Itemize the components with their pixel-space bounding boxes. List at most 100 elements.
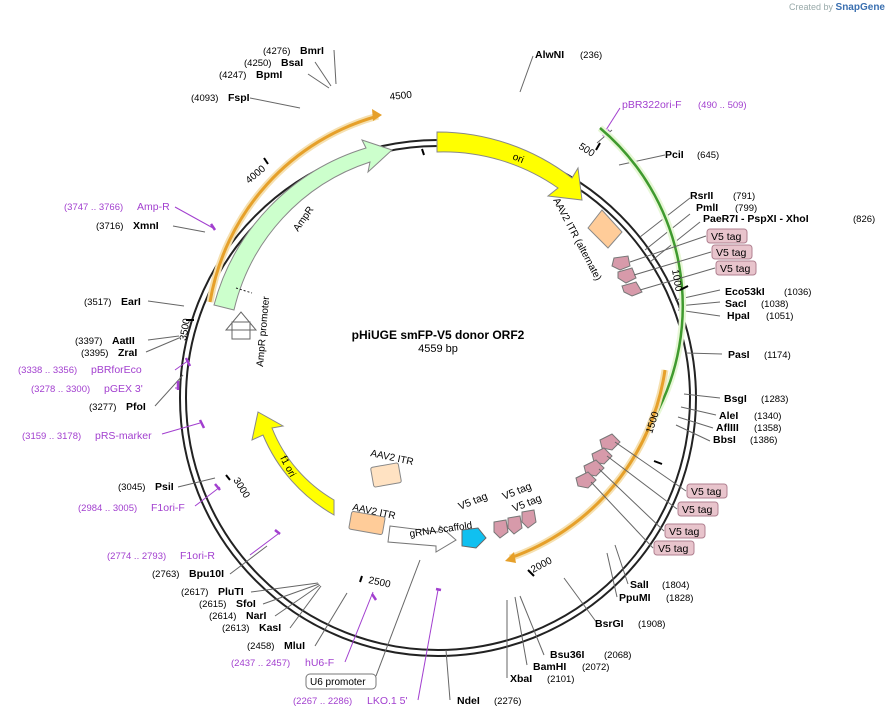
aav2-itr-light[interactable]	[370, 462, 402, 488]
site-name[interactable]: BsgI	[724, 393, 747, 405]
site-name[interactable]: PciI	[665, 149, 684, 161]
grna-scaffold-arrow[interactable]	[387, 525, 457, 553]
aav2-itr-alternate[interactable]	[587, 209, 623, 249]
site-name[interactable]: PmlI	[696, 202, 718, 214]
site-pos: (4247)	[219, 70, 246, 81]
v5-tag-box-label: V5 tag	[711, 231, 742, 243]
site-name[interactable]: PaeR7I - PspXI - XhoI	[703, 213, 809, 225]
site-name[interactable]: EarI	[121, 296, 141, 308]
site-pos: (2276)	[494, 696, 521, 707]
ori-label: ori	[511, 152, 525, 166]
site-pos: (2072)	[582, 662, 609, 673]
ori-feature-arrow[interactable]	[436, 131, 583, 201]
tick-label: 4500	[389, 90, 413, 103]
aav2-itr[interactable]	[348, 511, 386, 535]
site-name[interactable]: PfoI	[126, 401, 146, 413]
site-name[interactable]: MluI	[284, 640, 305, 652]
site-name[interactable]: XbaI	[510, 673, 532, 685]
v5-tag-markers-upper	[611, 255, 643, 297]
primer-name[interactable]: pBRforEco	[91, 364, 142, 376]
v5-tag-marker	[621, 281, 643, 297]
site-pos: (791)	[733, 191, 755, 202]
site-name[interactable]: SacI	[725, 298, 747, 310]
site-name[interactable]: Bsu36I	[550, 649, 585, 661]
v5-tag-marker	[599, 433, 621, 451]
site-pos: (2068)	[604, 650, 631, 661]
site-name[interactable]: ZraI	[118, 347, 137, 359]
site-name[interactable]: SfoI	[236, 598, 256, 610]
site-pos: (1051)	[766, 311, 793, 322]
site-name[interactable]: SalI	[630, 579, 649, 591]
site-pos: (3045)	[118, 482, 145, 493]
site-name[interactable]: PpuMI	[619, 592, 651, 604]
site-name[interactable]: BamHI	[533, 661, 566, 673]
site-name[interactable]: AatII	[112, 335, 135, 347]
site-name[interactable]: KasI	[259, 622, 281, 634]
primer-name[interactable]: LKO.1 5'	[367, 695, 408, 707]
tick-label: 2500	[367, 575, 391, 590]
site-name[interactable]: HpaI	[727, 310, 750, 322]
site-name[interactable]: RsrII	[690, 190, 713, 202]
site-name[interactable]: AlwNI	[535, 49, 564, 61]
v5-tag-marker	[575, 471, 597, 489]
site-pos: (2763)	[152, 569, 179, 580]
site-pos: (826)	[853, 214, 875, 225]
primer-name[interactable]: pGEX 3'	[104, 383, 143, 395]
primer-name[interactable]: hU6-F	[305, 657, 334, 669]
site-name[interactable]: BpmI	[256, 69, 282, 81]
site-name[interactable]: BbsI	[713, 434, 736, 446]
primer-range: (2437 .. 2457)	[231, 658, 290, 669]
site-pos: (3716)	[96, 221, 123, 232]
site-pos: (1386)	[750, 435, 777, 446]
site-name[interactable]: BsrGI	[595, 618, 624, 630]
site-name[interactable]: FspI	[228, 92, 250, 104]
site-name[interactable]: NdeI	[457, 695, 480, 707]
leader-line	[519, 55, 534, 93]
primer-range: (3278 .. 3300)	[31, 384, 90, 395]
primer-range: (3747 .. 3766)	[64, 202, 123, 213]
ampr-promoter-divider	[235, 287, 253, 294]
primer-name[interactable]: Amp-R	[137, 201, 170, 213]
credit-prefix: Created by	[788, 2, 834, 12]
v5-tag-marker	[507, 515, 523, 535]
credit-label: Created by SnapGene	[789, 2, 885, 13]
site-name[interactable]: Bpu10I	[189, 568, 224, 580]
v5-tag-marker	[493, 519, 509, 539]
v5-tag-box-label: V5 tag	[716, 247, 747, 259]
v5-tag-box-label: V5 tag	[658, 543, 689, 555]
site-pos: (2615)	[199, 599, 226, 610]
f1-ori-feature-arrow[interactable]	[251, 411, 335, 516]
site-name[interactable]: XmnI	[133, 220, 159, 232]
site-name[interactable]: BmrI	[300, 45, 324, 57]
primer-name[interactable]: pBR322ori-F	[622, 99, 682, 111]
cyan-feature-arrow[interactable]	[461, 527, 487, 549]
site-name[interactable]: PluTI	[218, 586, 244, 598]
site-name[interactable]: AleI	[719, 410, 738, 422]
site-pos: (645)	[697, 150, 719, 161]
site-pos: (1036)	[784, 287, 811, 298]
site-pos: (1038)	[761, 299, 788, 310]
site-name[interactable]: PsiI	[155, 481, 174, 493]
primer-range: (2774 .. 2793)	[107, 551, 166, 562]
ampr-promoter-arrow[interactable]	[224, 311, 258, 331]
site-name[interactable]: BsaI	[281, 57, 303, 69]
primer-name[interactable]: pRS-marker	[95, 430, 152, 442]
ampr-feature-arrow[interactable]	[213, 139, 393, 311]
v5-tag-box-label: V5 tag	[669, 526, 700, 538]
sites-right: AlwNI (236) PciI (645) RsrII (791) PmlI …	[457, 49, 875, 707]
site-pos: (1340)	[754, 411, 781, 422]
site-pos: (236)	[580, 50, 602, 61]
site-name[interactable]: NarI	[246, 610, 267, 622]
green-arc	[599, 127, 684, 421]
site-pos: (799)	[735, 203, 757, 214]
site-name[interactable]: Eco53kI	[725, 286, 765, 298]
site-pos: (2614)	[209, 611, 236, 622]
u6-promoter-label: U6 promoter	[310, 677, 366, 688]
backbone-outer	[179, 139, 697, 657]
site-name[interactable]: PasI	[728, 349, 750, 361]
v5-tag-marker	[611, 255, 631, 271]
primer-name[interactable]: F1ori-R	[180, 550, 215, 562]
site-name[interactable]: AflIII	[716, 422, 739, 434]
primer-range: (3159 .. 3178)	[22, 431, 81, 442]
primer-name[interactable]: F1ori-F	[151, 502, 185, 514]
